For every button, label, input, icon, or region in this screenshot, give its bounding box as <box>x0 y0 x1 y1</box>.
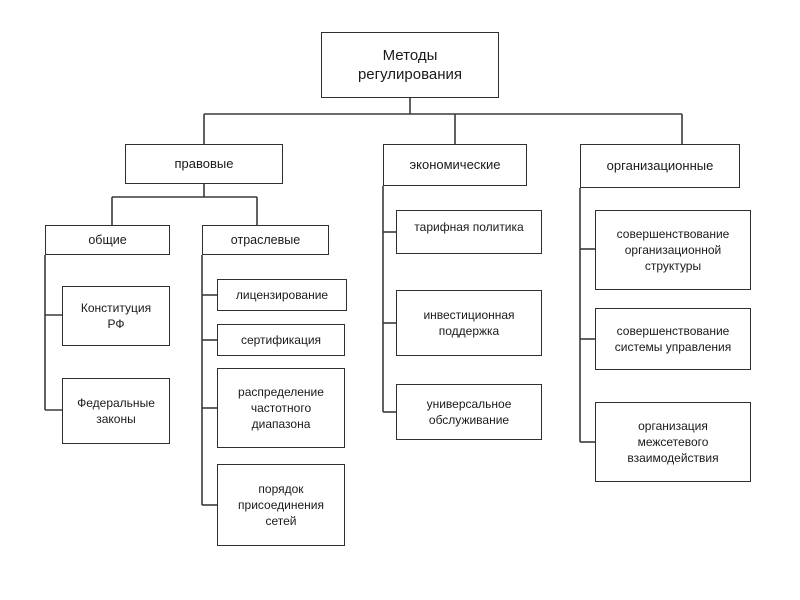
universal-service-node: универсальное обслуживание <box>396 384 542 440</box>
investment-support-node: инвестиционная поддержка <box>396 290 542 356</box>
frequency-distribution-node: распределение частотного диапазона <box>217 368 345 448</box>
economic-node: экономические <box>383 144 527 186</box>
legal-node: правовые <box>125 144 283 184</box>
tariff-policy-node: тарифная политика <box>396 210 542 254</box>
constitution-node: Конституция РФ <box>62 286 170 346</box>
licensing-node: лицензирование <box>217 279 347 311</box>
interworking-organization-node: организация межсетевого взаимодействия <box>595 402 751 482</box>
certification-node: сертификация <box>217 324 345 356</box>
organizational-node: организационные <box>580 144 740 188</box>
root-node: Методы регулирования <box>321 32 499 98</box>
general-node: общие <box>45 225 170 255</box>
interconnection-order-node: порядок присоединения сетей <box>217 464 345 546</box>
sectoral-node: отраслевые <box>202 225 329 255</box>
federal-laws-node: Федеральные законы <box>62 378 170 444</box>
management-system-improvement-node: совершенствование системы управления <box>595 308 751 370</box>
org-structure-improvement-node: совершенствование организационной структ… <box>595 210 751 290</box>
